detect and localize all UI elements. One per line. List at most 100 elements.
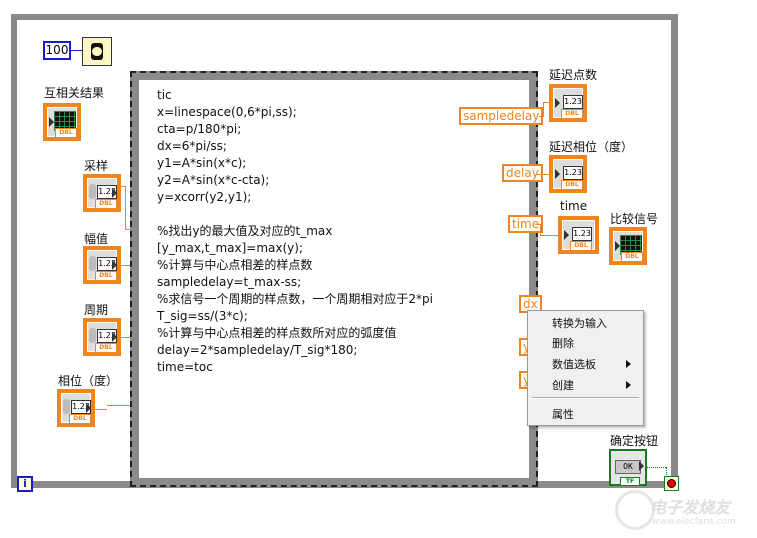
menu-separator — [532, 397, 639, 399]
script-editor[interactable]: tic x=linespace(0,6*pi,ss); cta=p/180*pi; d… — [139, 80, 529, 478]
watch-face — [92, 47, 102, 56]
sample-label: 采样 — [84, 159, 109, 173]
output-arrow-icon — [112, 260, 117, 270]
menu-item-properties[interactable]: 属性 — [552, 408, 574, 421]
wire — [537, 224, 540, 225]
ok-button[interactable]: OK — [615, 460, 641, 474]
value: 1.23 — [572, 227, 592, 241]
wire — [107, 405, 131, 406]
terminal-time[interactable]: time — [508, 215, 544, 233]
delay-phase-label: 延迟相位（度） — [549, 140, 634, 154]
script-line[interactable]: %计算与中心点相差的样点数 — [157, 258, 313, 272]
script-line[interactable]: %找出y的最大值及对应的t_max — [157, 224, 333, 238]
dbl-type-badge: DBL — [95, 271, 117, 281]
graph-icon — [620, 235, 642, 255]
amplitude-label: 幅值 — [84, 232, 109, 246]
value: 1.23 — [563, 95, 583, 109]
script-line[interactable]: %计算与中心点相差的样点数所对应的弧度值 — [157, 326, 397, 340]
stop-icon — [667, 479, 676, 488]
output-arrow-icon — [639, 461, 644, 471]
input-arrow-icon — [615, 241, 620, 251]
menu-item-numeric-palette[interactable]: 数值选板 — [552, 358, 596, 371]
script-line[interactable]: y=xcorr(y2,y1); — [157, 190, 252, 204]
ok-button-control[interactable]: OK TF — [609, 449, 647, 486]
output-arrow-icon — [112, 332, 117, 342]
dbl-type-badge: DBL — [95, 343, 117, 353]
input-arrow-icon — [564, 230, 569, 240]
tf-type-badge: TF — [620, 477, 640, 486]
value: 1.23 — [563, 166, 583, 180]
xcorr-graph-indicator[interactable]: DBL — [43, 103, 81, 141]
input-arrow-icon — [555, 169, 560, 179]
wire — [121, 265, 131, 266]
loop-condition-stop[interactable] — [664, 476, 679, 491]
delay-samples-label: 延迟点数 — [549, 68, 598, 82]
script-line[interactable]: delay=2*sampledelay/T_sig*180; — [157, 343, 358, 357]
wire — [125, 186, 126, 230]
output-arrow-icon — [112, 188, 117, 198]
dbl-type-badge: DBL — [621, 252, 643, 262]
script-line[interactable]: y1=A*sin(x*c); — [157, 156, 247, 170]
spinner-icon — [63, 399, 70, 414]
dbl-type-badge: DBL — [55, 128, 77, 138]
input-arrow-icon — [555, 98, 560, 108]
script-line[interactable]: T_sig=ss/(3*c); — [157, 309, 248, 323]
wire — [543, 102, 544, 117]
context-menu: 转换为输入 删除 数值选板 创建 属性 — [527, 310, 644, 426]
watermark-url: www.elecfans.com — [652, 517, 736, 527]
watermark-title: 电子发烧友 — [650, 498, 731, 517]
graph-icon — [54, 111, 76, 131]
menu-item-convert-to-control[interactable]: 转换为输入 — [552, 317, 607, 330]
submenu-arrow-icon — [626, 360, 631, 368]
xcorr-graph-label: 互相关结果 — [44, 86, 105, 100]
spinner-icon — [89, 256, 96, 271]
dbl-type-badge: DBL — [69, 414, 91, 424]
phase-label: 相位（度） — [58, 374, 119, 388]
mathscript-node[interactable]: tic x=linespace(0,6*pi,ss); cta=p/180*pi; d… — [130, 71, 538, 487]
script-line[interactable]: dx=6*pi/ss; — [157, 139, 227, 153]
spinner-icon — [89, 184, 96, 199]
script-line[interactable]: x=linespace(0,6*pi,ss); — [157, 105, 297, 119]
spinner-icon — [89, 328, 96, 343]
terminal-delay[interactable]: delay — [502, 164, 543, 182]
wait-function[interactable] — [82, 37, 112, 66]
wire — [121, 186, 125, 187]
wire — [121, 337, 131, 338]
wire — [540, 235, 560, 236]
script-line[interactable]: [y_max,t_max]=max(y); — [157, 241, 303, 255]
script-line[interactable]: sampledelay=t_max-ss; — [157, 275, 302, 289]
iteration-terminal: i — [17, 476, 33, 492]
wire — [71, 50, 82, 51]
terminal-sampledelay[interactable]: sampledelay — [459, 107, 544, 125]
script-line[interactable]: y2=A*sin(x*c-cta); — [157, 173, 270, 187]
wire — [125, 229, 131, 230]
period-label: 周期 — [84, 303, 109, 317]
dbl-type-badge: DBL — [561, 109, 583, 119]
boolean-wire — [647, 467, 666, 468]
input-arrow-icon — [49, 117, 54, 127]
dbl-type-badge: DBL — [570, 241, 592, 251]
menu-item-delete[interactable]: 删除 — [552, 337, 574, 350]
script-line[interactable]: cta=p/180*pi; — [157, 122, 242, 136]
compare-graph-indicator[interactable]: DBL — [609, 227, 647, 265]
watermark-logo-icon — [615, 490, 655, 530]
time-label: time — [560, 199, 588, 213]
script-line[interactable]: %求信号一个周期的样点数，一个周期相对应于2*pi — [157, 292, 433, 306]
wait-ms-constant[interactable]: 100 — [43, 41, 71, 60]
script-line[interactable]: time=toc — [157, 360, 213, 374]
output-arrow-icon — [86, 403, 91, 413]
menu-item-create[interactable]: 创建 — [552, 379, 574, 392]
script-line[interactable]: tic — [157, 88, 172, 102]
boolean-wire — [666, 467, 667, 477]
wire — [95, 409, 107, 410]
wire — [537, 174, 551, 175]
wire — [539, 116, 543, 117]
wire — [540, 224, 541, 236]
